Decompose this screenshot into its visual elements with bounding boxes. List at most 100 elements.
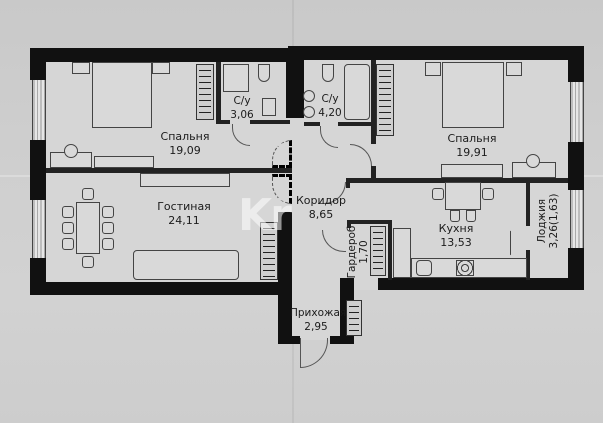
wall-bath-right-b2 [338,122,374,126]
wall-right-1 [568,46,584,82]
chair-d1 [82,188,94,200]
wall-hallway-bottom-r [330,336,354,344]
wall-wardrobe-right [388,220,392,280]
bed-left [92,62,152,128]
wall-left-2 [30,140,46,200]
toilet-right [322,64,334,82]
wall-hallway-bottom-l [278,336,300,344]
door-entrance [300,338,328,368]
closet-hallway [346,300,362,336]
kitchen-table [445,182,481,210]
kchair-2 [482,188,494,200]
wall-right-2 [568,142,584,190]
chair-d4 [62,222,74,234]
chair-d6 [102,206,114,218]
toilet-left [258,64,270,82]
wall-top-left [30,48,288,62]
room-name: Гардероб [346,225,358,279]
window-bedroom-right [570,82,584,142]
wall-left-1 [30,48,46,80]
wall-loggia-1 [526,182,530,226]
room-area: 19,09 [169,144,201,157]
wall-bathroom-divider [286,48,304,118]
sofa [133,250,239,280]
tv-stand-bedroom-right [441,164,503,178]
room-name: Прихожая [290,307,347,319]
room-name: Коридор [296,194,346,207]
label-bedroom-left: Спальня 19,09 [150,130,220,158]
wall-bath-left-b1 [216,120,230,124]
room-name: Спальня [160,130,210,143]
closet-bedroom-left [196,64,214,120]
chair-d7 [102,222,114,234]
chair-d2 [82,256,94,268]
label-bathroom-left: С/у 3,06 [224,94,260,122]
room-name: Гостиная [157,200,211,213]
dining-table [76,202,100,254]
closet-bedroom-right [376,64,394,136]
room-name: Кухня [438,222,474,235]
chair-d3 [62,206,74,218]
chair-left [64,144,78,158]
wall-bottom-kitchen [378,278,584,290]
wall-corridor-left [278,212,292,340]
room-area: 24,11 [168,214,200,227]
stove [456,260,474,276]
window-bedroom-left [32,80,46,140]
washer-1 [303,90,315,102]
label-bedroom-right: Спальня 19,91 [436,132,508,160]
wall-bedroom-right-door [371,166,376,180]
kchair-4 [466,210,476,222]
wall-bath-left-b2 [250,120,290,124]
closet-living [260,222,278,280]
label-loggia: Лоджия 3,26(1,63) [536,188,560,254]
chair-right [526,154,540,168]
room-name: Лоджия [536,198,548,244]
room-area: 19,91 [456,146,488,159]
label-wardrobe: Гардероб 1,70 [346,224,370,280]
chair-d5 [62,238,74,250]
counter-side [393,228,411,278]
kchair-1 [432,188,444,200]
wall-wardrobe-left [347,220,351,228]
room-name: С/у [321,93,339,105]
tv-stand-living [140,173,230,187]
label-bathroom-right: С/у 4,20 [314,92,346,120]
wall-loggia-2 [526,250,530,280]
washer-2 [303,106,315,118]
bathtub [344,64,370,120]
wall-wardrobe-top [347,220,391,224]
nightstand-r1 [425,62,441,76]
room-area: 4,20 [318,107,342,119]
room-area: 3,06 [230,109,254,121]
wall-bath-right-e [371,60,376,144]
nightstand-l1 [72,62,90,74]
room-area: 1,70 [358,240,370,264]
wall-kitchen-stub [346,178,350,188]
shower-left [223,64,249,92]
window-living [32,200,46,258]
wall-bath-right-b1 [304,122,320,126]
wall-bottom-living [30,282,280,295]
tv-stand-bedroom-left [94,156,154,168]
wall-bedroom-living [46,168,292,173]
bed-right [442,62,504,128]
nightstand-l2 [152,62,170,74]
room-name: С/у [233,95,251,107]
label-kitchen: Кухня 13,53 [428,222,484,250]
room-name: Спальня [447,132,497,145]
wall-top-right [288,46,584,60]
kchair-3 [450,210,460,222]
label-hallway: Прихожая 2,95 [290,306,347,334]
sink-kitchen [416,260,432,276]
label-living-room: Гостиная 24,11 [146,200,222,228]
window-loggia [570,190,584,248]
nightstand-r2 [506,62,522,76]
room-area: 2,95 [304,321,328,333]
wall-bedroom-kitchen [346,178,568,183]
watermark: Kr [238,190,292,241]
chair-d8 [102,238,114,250]
label-corridor: Коридор 8,65 [294,194,348,222]
room-area: 3,26(1,63) [548,193,560,249]
